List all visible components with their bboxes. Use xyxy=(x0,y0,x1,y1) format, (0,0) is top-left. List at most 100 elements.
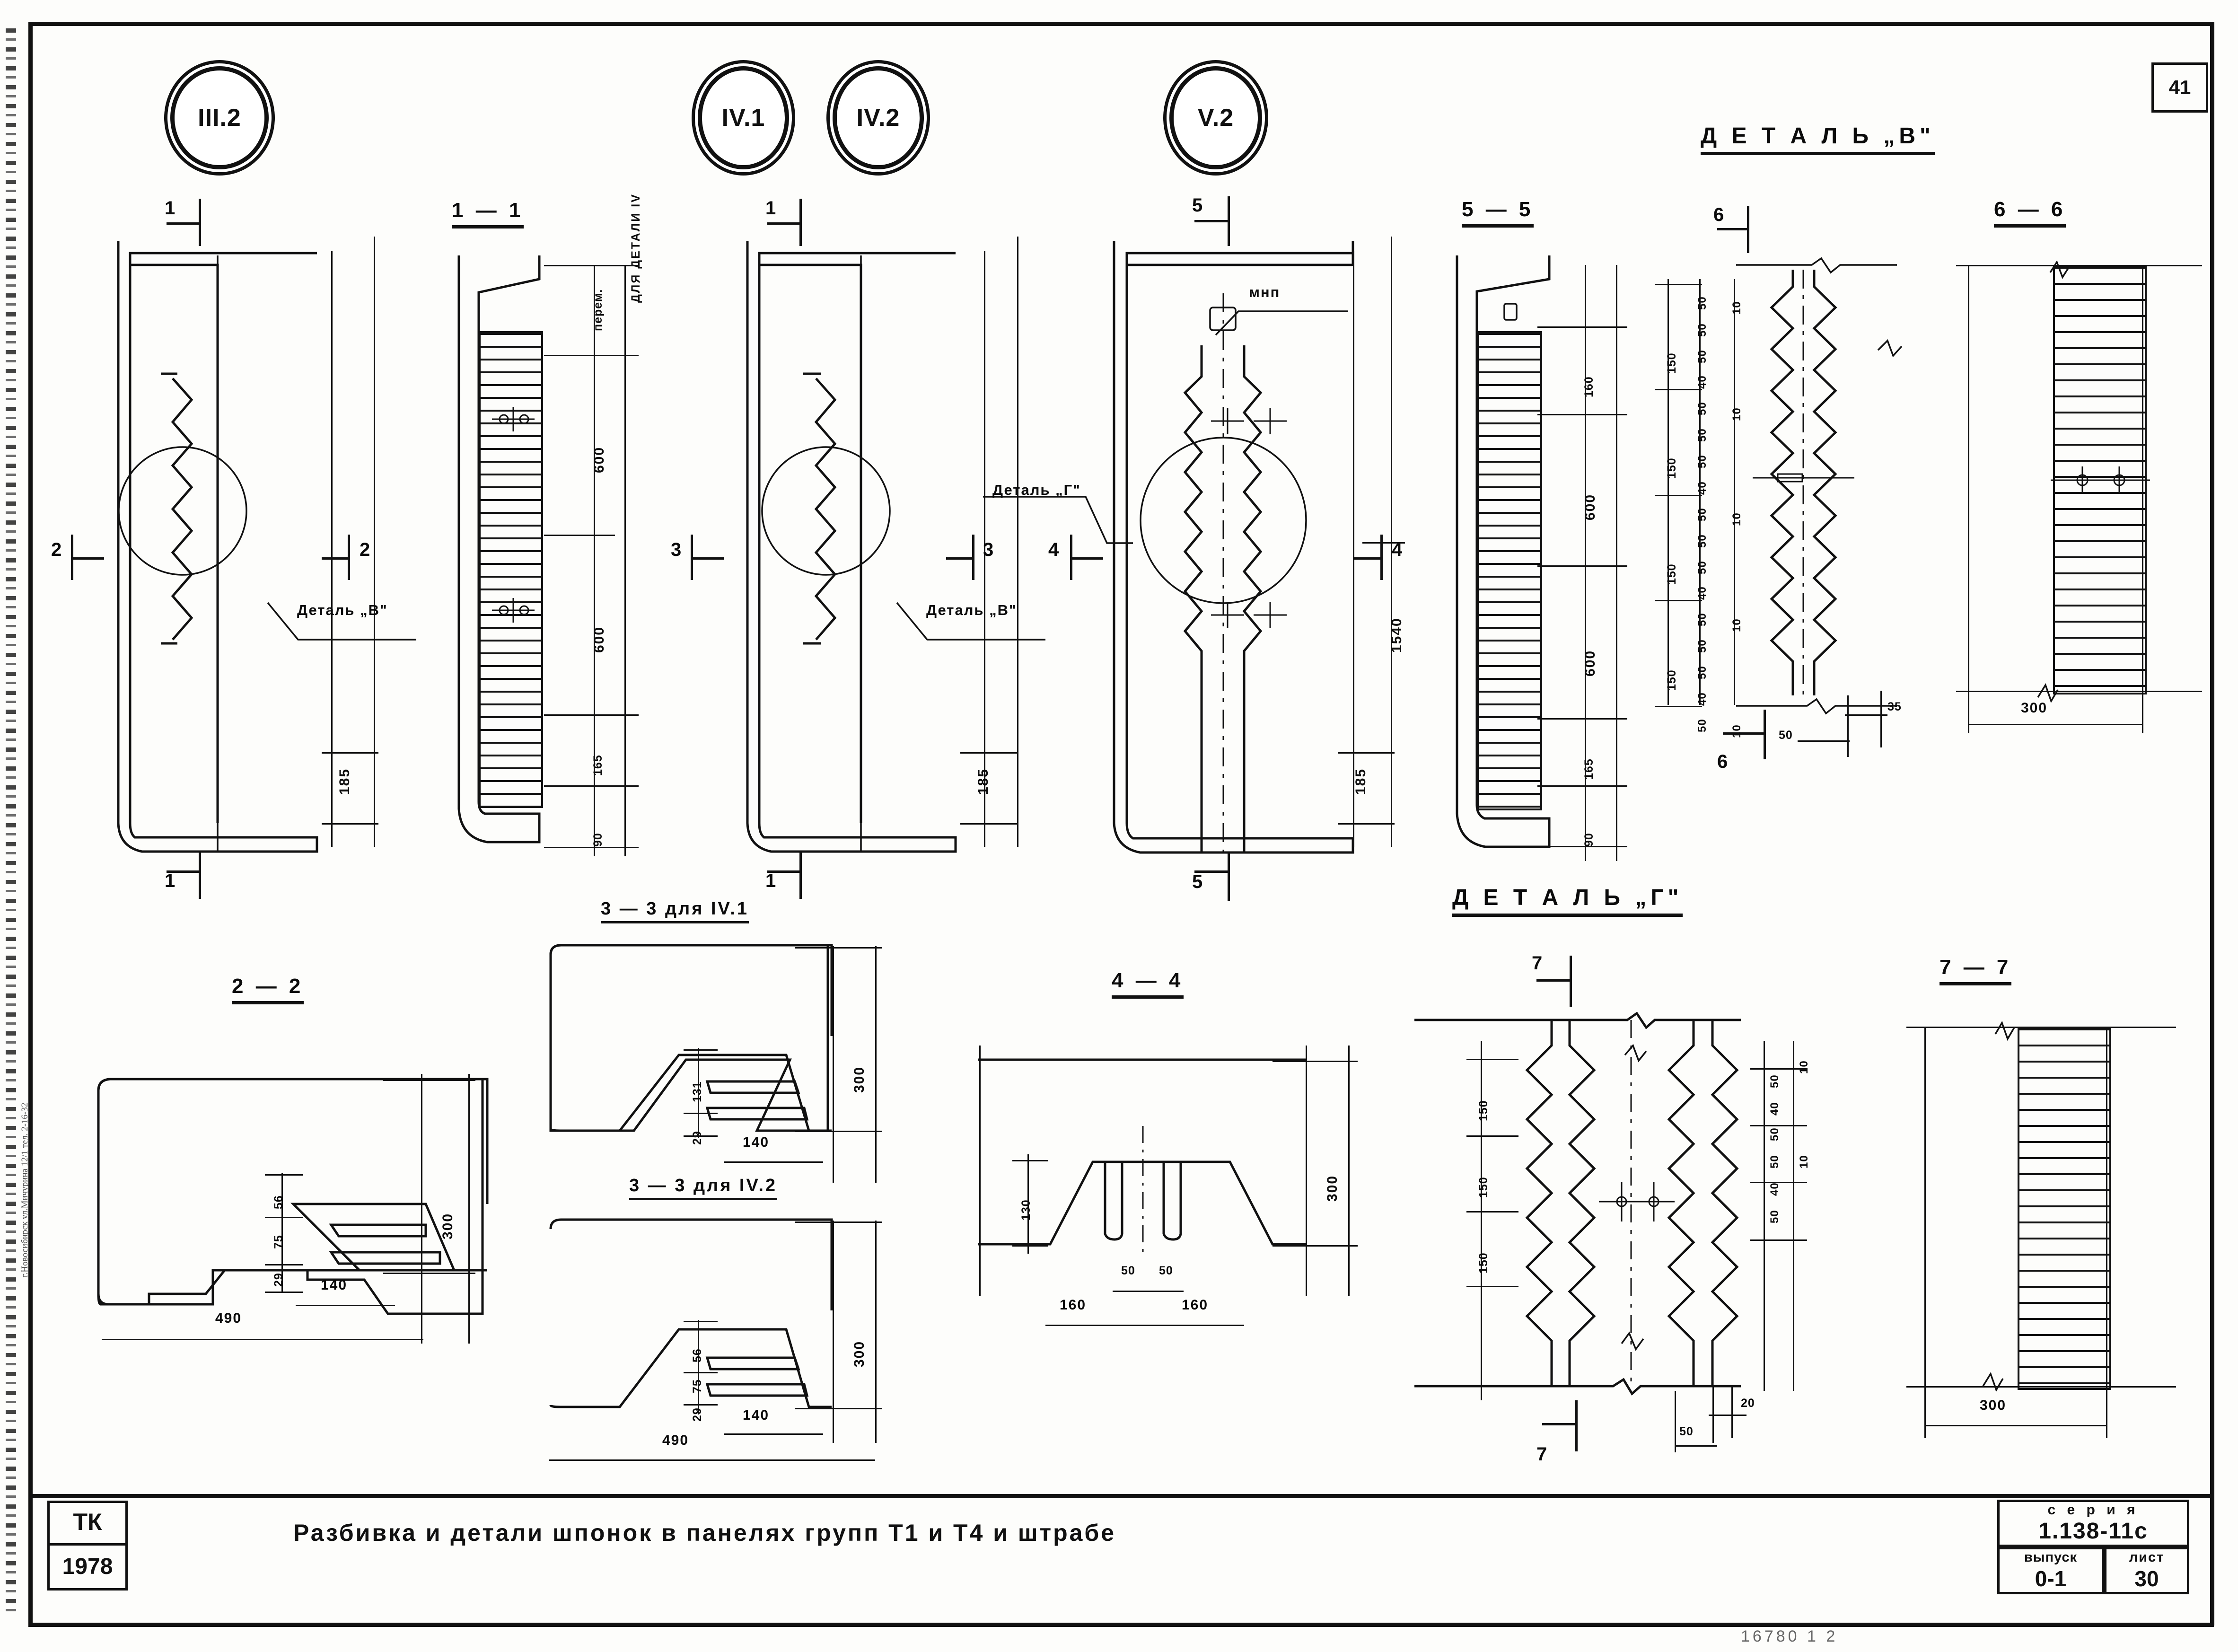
section-4-4-geometry xyxy=(978,1058,1306,1258)
dim-300-77: 300 xyxy=(1980,1397,2007,1413)
sheet-label: лист xyxy=(2129,1549,2165,1565)
dim-extension xyxy=(1924,1027,1926,1438)
dim-tick xyxy=(544,714,639,716)
dim-tick xyxy=(1338,823,1395,825)
leader-line-detail-g xyxy=(983,496,1133,544)
dim-tick xyxy=(960,752,1017,754)
dim-300-66: 300 xyxy=(2021,700,2048,716)
dim-extension xyxy=(468,1074,470,1344)
dim-extension xyxy=(833,1221,834,1443)
section-label-2-2: 2 — 2 xyxy=(232,975,304,1004)
section-6-6-axis xyxy=(2051,466,2150,494)
stamp-box xyxy=(47,1501,128,1590)
dim-tick xyxy=(684,1049,718,1051)
section-label-6-6: 6 — 6 xyxy=(1994,198,2066,228)
dim-tick xyxy=(1537,414,1627,415)
dim-50: 50 xyxy=(1696,561,1709,574)
view-v-2-geometry xyxy=(1113,241,1354,854)
page-number: 41 xyxy=(2168,76,2191,98)
dim-50-g-d: 50 xyxy=(1768,1210,1781,1223)
dim-300-33a: 300 xyxy=(851,1066,867,1093)
dim-extension xyxy=(1847,695,1849,757)
dim-extension xyxy=(698,1048,699,1138)
leader-detail-v-left: Деталь „В" xyxy=(297,602,388,618)
dim-50: 50 xyxy=(1696,455,1709,468)
note-dlya-detali-iv: ДЛЯ ДЕТАЛИ IV xyxy=(629,193,642,303)
dim-10: 10 xyxy=(1730,512,1743,526)
dim-tick xyxy=(544,785,639,787)
view-iv-dim-line xyxy=(1017,237,1018,847)
dim-150-v-d: 150 xyxy=(1665,669,1678,691)
dim-490-33b: 490 xyxy=(662,1432,689,1448)
dim-tick xyxy=(1655,600,1702,601)
dim-tick xyxy=(265,1264,303,1265)
frame-right xyxy=(2210,22,2214,1626)
dim-tick xyxy=(1750,1125,1807,1126)
axis-markers-v2 xyxy=(1211,408,1287,628)
dim-extension xyxy=(979,1046,981,1296)
dim-300-22: 300 xyxy=(440,1213,456,1239)
dim-extension xyxy=(624,265,626,856)
dim-tick xyxy=(322,752,378,754)
circle-tag-v-2: V.2 xyxy=(1169,66,1262,169)
section-label-3-3-iv1: 3 — 3 для IV.1 xyxy=(601,899,749,923)
frame-top xyxy=(28,22,2214,26)
stamp-divider xyxy=(47,1543,128,1546)
dim-tick xyxy=(795,1131,882,1132)
section-label-5-5: 5 — 5 xyxy=(1462,198,1534,228)
dim-line xyxy=(102,1339,423,1340)
series-label: с е р и я xyxy=(2047,1502,2139,1518)
dim-40: 40 xyxy=(1696,481,1709,495)
dim-50: 50 xyxy=(1696,666,1709,679)
title-block-top-rule xyxy=(28,1494,2214,1498)
page-number-box: 41 xyxy=(2151,62,2208,113)
detail-g-title: Д Е Т А Л Ь „Г" xyxy=(1452,885,1683,917)
dim-56-22: 56 xyxy=(272,1195,285,1209)
dim-160-55: 160 xyxy=(1582,376,1596,397)
dim-50: 50 xyxy=(1696,534,1709,548)
dim-tick xyxy=(544,265,639,266)
dim-line xyxy=(1113,1291,1184,1292)
view-v-2-dim-line xyxy=(1391,237,1392,847)
dim-10: 10 xyxy=(1730,724,1743,738)
circle-tag-label: IV.1 xyxy=(721,104,765,132)
dim-50: 50 xyxy=(1696,296,1709,310)
dim-150-v-a: 150 xyxy=(1665,352,1678,374)
dim-extension xyxy=(594,265,595,856)
dim-40: 40 xyxy=(1696,692,1709,706)
dim-tick xyxy=(795,947,882,949)
dim-extension xyxy=(1668,279,1669,705)
dim-tick xyxy=(1012,1245,1048,1247)
dim-tick xyxy=(684,1404,718,1406)
dim-50: 50 xyxy=(1696,613,1709,626)
dim-600-a: 600 xyxy=(591,446,607,473)
dim-50: 50 xyxy=(1696,323,1709,337)
dim-tick xyxy=(544,355,639,356)
dim-tick xyxy=(1655,495,1702,496)
dim-131-33a: 131 xyxy=(691,1081,704,1102)
circle-tag-iv-1: IV.1 xyxy=(698,66,789,169)
dim-tick xyxy=(1537,565,1627,567)
dim-50-g-bottom: 50 xyxy=(1679,1425,1694,1438)
dim-extension xyxy=(698,1320,699,1415)
dim-29-33b: 29 xyxy=(691,1407,704,1422)
dim-600-55a: 600 xyxy=(1582,493,1598,520)
dim-90: 90 xyxy=(591,833,605,847)
dim-tick xyxy=(1750,1239,1807,1241)
section-6-6-break-marks xyxy=(2037,260,2070,703)
dim-tick xyxy=(1273,1245,1358,1247)
dim-tick xyxy=(1466,1211,1518,1213)
dim-40-g-a: 40 xyxy=(1768,1102,1781,1116)
dim-300-44: 300 xyxy=(1325,1175,1340,1202)
dim-tick xyxy=(265,1217,303,1218)
dim-50: 50 xyxy=(1696,402,1709,415)
dim-40: 40 xyxy=(1696,375,1709,389)
dim-300-33b: 300 xyxy=(851,1340,867,1367)
dim-150-g-a: 150 xyxy=(1477,1100,1490,1121)
dim-40-g-b: 40 xyxy=(1768,1182,1781,1196)
section-2-2-geometry xyxy=(97,1078,489,1315)
stamp-year: 1978 xyxy=(62,1554,113,1579)
dim-56-33b: 56 xyxy=(691,1348,704,1362)
dim-140-33b: 140 xyxy=(743,1407,770,1423)
